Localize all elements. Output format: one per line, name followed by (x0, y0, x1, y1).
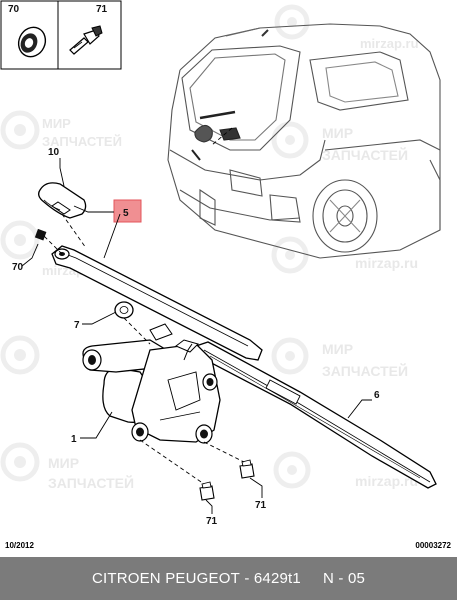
callout-71-right: 71 (255, 500, 267, 511)
watermark-logo-top: МИР (322, 341, 353, 357)
watermark-layer: МИР ЗАПЧАСТЕЙ mirzap.ru МИР ЗАПЧАСТЕЙ mi… (0, 4, 419, 491)
callout-5-highlight (113, 199, 142, 223)
callout-7: 7 (74, 320, 80, 331)
wiper-blade-part-6 (195, 341, 437, 489)
wiper-cap-part-10 (38, 182, 87, 219)
callout-71-bottom: 71 (206, 516, 218, 527)
title-bar: CITROEN PEUGEOT - 6429t1 N - 05 (0, 557, 457, 600)
inset-label-71: 71 (96, 4, 108, 15)
inset-label-70: 70 (8, 4, 20, 15)
watermark-logo (0, 335, 40, 375)
title-brand: CITROEN PEUGEOT (91, 570, 240, 587)
nut-part-7 (114, 301, 134, 319)
seal-part-70 (34, 228, 47, 241)
title-part-number: 6429t1 (253, 570, 301, 587)
watermark-logo (271, 337, 309, 375)
wiper-motor-part-1 (82, 339, 221, 444)
watermark-logo (273, 451, 311, 489)
watermark-logo (271, 236, 309, 274)
callout-6: 6 (374, 390, 380, 401)
grommet-part-70 (17, 26, 47, 58)
callout-70: 70 (12, 262, 24, 273)
callout-5: 5 (123, 208, 129, 219)
watermark-logo-top: МИР (48, 455, 79, 471)
car-rear-view (167, 23, 441, 259)
footer-code: 00003272 (415, 541, 451, 550)
watermark-logo-bottom: ЗАПЧАСТЕЙ (48, 474, 134, 491)
watermark-logo (271, 121, 309, 159)
clip-part-71 (239, 459, 255, 479)
watermark-logo (0, 220, 40, 260)
callout-1: 1 (71, 434, 77, 445)
wiper-arm-part-5 (51, 245, 263, 361)
watermark-site: mirzap.ru (355, 473, 418, 489)
watermark-logo-top: МИР (322, 125, 353, 141)
watermark-logo (0, 110, 40, 150)
clip-part-71 (69, 25, 103, 55)
watermark-logo-bottom: ЗАПЧАСТЕЙ (42, 134, 122, 149)
title-section: N - 05 (322, 570, 366, 587)
watermark-logo-top: МИР (42, 116, 71, 131)
watermark-logo (0, 442, 40, 482)
watermark-logo (274, 4, 310, 40)
parts-inset: 70 71 (0, 0, 122, 70)
watermark-logo-bottom: ЗАПЧАСТЕЙ (322, 146, 408, 163)
wiper-assembly-diagram: МИР ЗАПЧАСТЕЙ mirzap.ru МИР ЗАПЧАСТЕЙ mi… (0, 0, 441, 527)
footer-date: 10/2012 (5, 541, 34, 550)
leader-lines (21, 158, 372, 514)
watermark-logo-bottom: ЗАПЧАСТЕЙ (322, 362, 408, 379)
watermark-site: mirzap.ru (360, 36, 419, 51)
title-separator: - (239, 570, 254, 587)
watermark-site: mirzap.ru (355, 255, 418, 271)
callout-10: 10 (48, 147, 60, 158)
assembly-guide-lines (43, 127, 245, 485)
clip-part-71 (199, 481, 215, 501)
